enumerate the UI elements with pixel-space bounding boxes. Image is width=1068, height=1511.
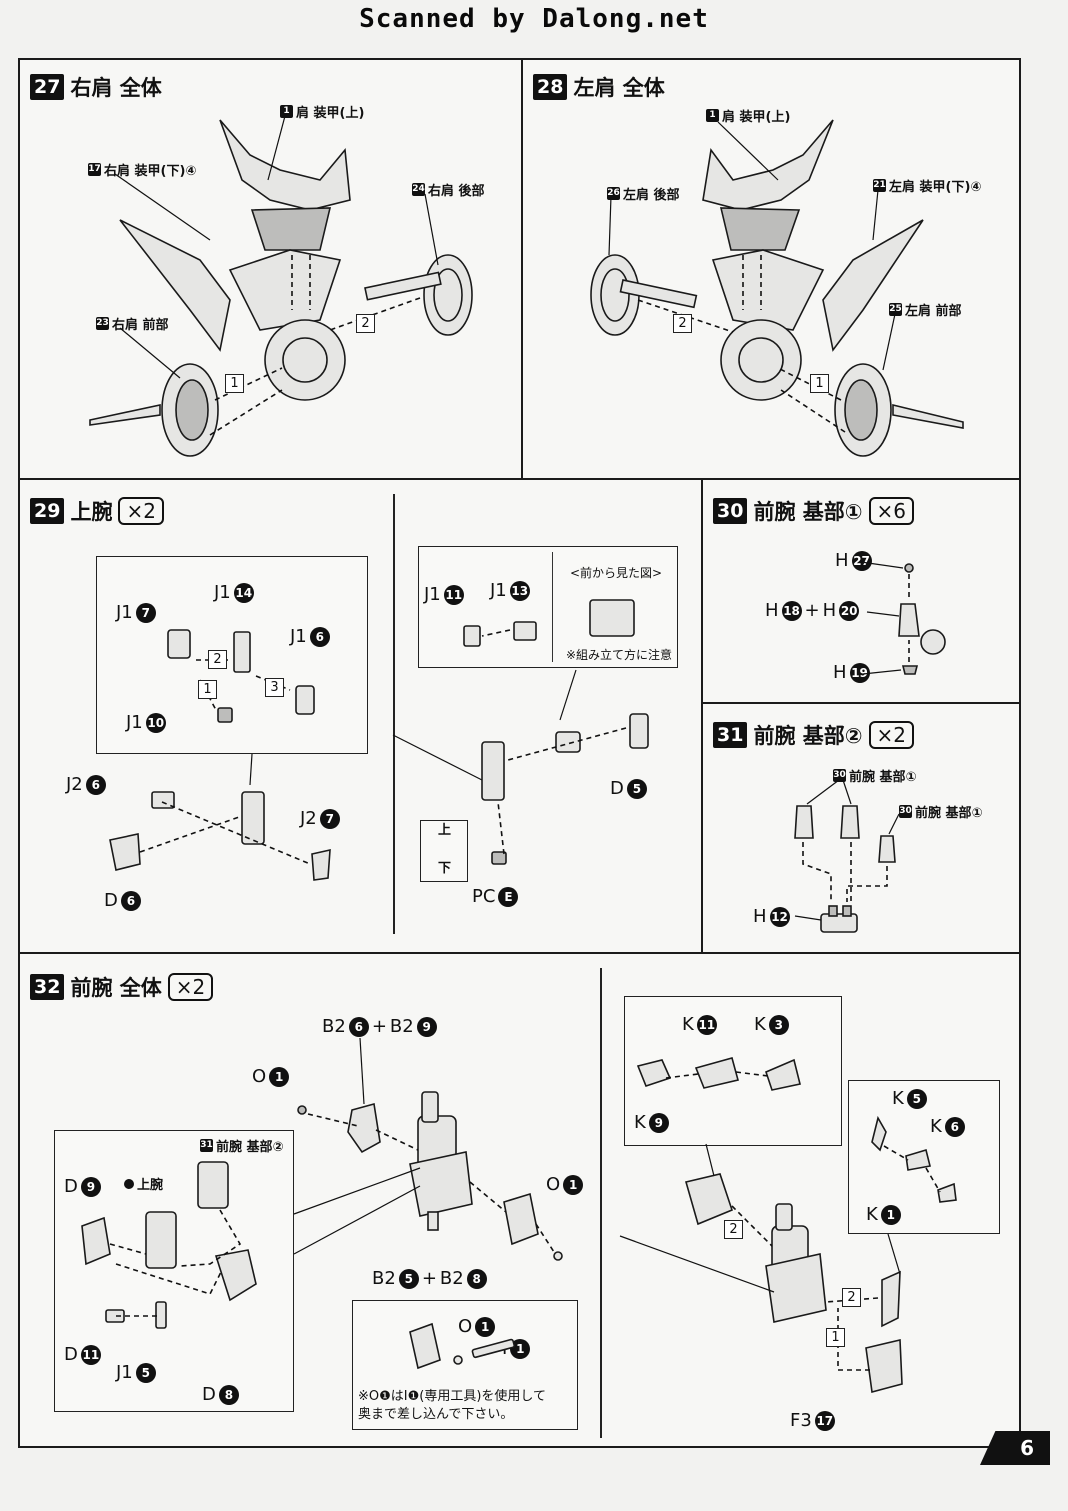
step-30-illustration bbox=[860, 561, 946, 675]
multiplier: ×2 bbox=[118, 497, 164, 525]
page-number: 6 bbox=[980, 1431, 1050, 1465]
orientation-indicator bbox=[420, 820, 468, 882]
step-27-heading: 27 右肩 全体 bbox=[30, 72, 162, 102]
tool-note: ※O❶はI❶(専用工具)を使用して 奥まで差し込んで下さい。 bbox=[358, 1389, 547, 1422]
orientation-bottom: 下 bbox=[438, 861, 452, 876]
step-30-heading: 30 前腕 基部① ×6 bbox=[713, 496, 915, 526]
step-28-heading: 28 左肩 全体 bbox=[533, 72, 665, 102]
front-view-caption: <前から見た図> bbox=[570, 566, 663, 580]
upper-armor-part bbox=[219, 119, 351, 211]
order-step-1: 1 bbox=[225, 374, 244, 393]
scan-credit-header: Scanned by Dalong.net bbox=[359, 4, 709, 34]
armor-plate bbox=[250, 207, 332, 251]
step-31-illustration bbox=[794, 779, 900, 933]
step-32-heading: 32 前腕 全体 ×2 bbox=[30, 972, 214, 1002]
step-32-illustration bbox=[81, 1037, 957, 1394]
step-number: 27 bbox=[30, 74, 65, 100]
step-27-illustration bbox=[89, 115, 473, 457]
step-29-divider bbox=[393, 494, 395, 934]
assembly-direction-note: ※組み立て方に注意 bbox=[566, 648, 673, 662]
step-29-heading: 29 上腕 ×2 bbox=[30, 496, 164, 526]
upper-arm-label: 上腕 bbox=[124, 1174, 163, 1193]
step-31-heading: 31 前腕 基部② ×2 bbox=[713, 720, 915, 750]
order-step-1: 1 bbox=[810, 374, 829, 393]
step-28-illustration bbox=[590, 119, 964, 457]
order-step-2: 2 bbox=[356, 314, 375, 333]
step-32-tool-inset bbox=[352, 1300, 578, 1430]
step-29-illustration bbox=[109, 599, 649, 881]
step-32-divider bbox=[600, 968, 602, 1438]
order-step-2: 2 bbox=[673, 314, 692, 333]
lower-armor-part bbox=[119, 219, 231, 352]
orientation-top: 上 bbox=[438, 823, 452, 838]
step-title: 右肩 全体 bbox=[70, 76, 162, 100]
inset-separator bbox=[552, 552, 553, 662]
